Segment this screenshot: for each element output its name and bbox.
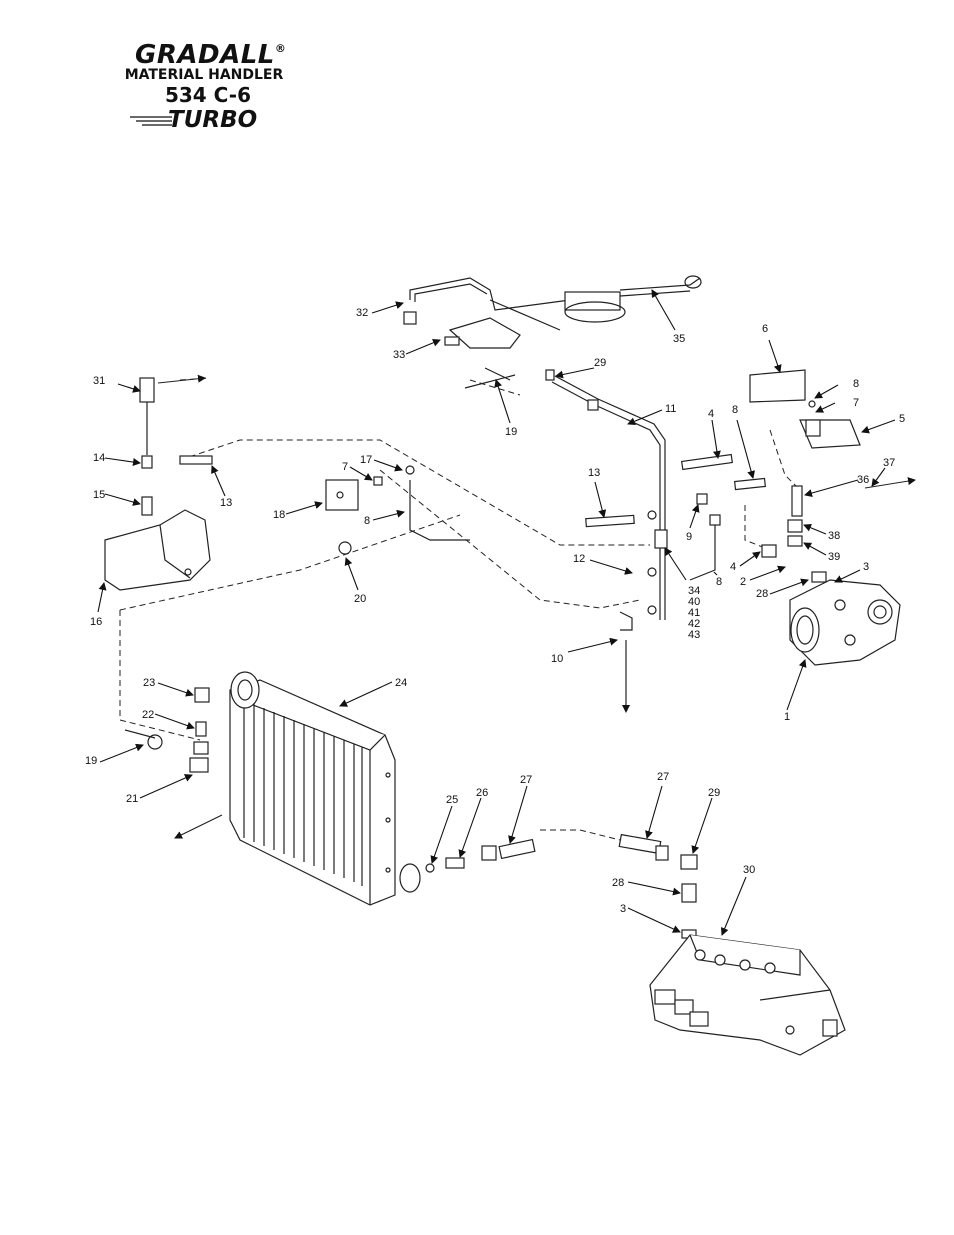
callout-8: 8: [732, 404, 738, 416]
control-valve: [649, 934, 846, 1056]
callout-5: 5: [899, 413, 905, 425]
callout-40: 40: [688, 596, 700, 608]
lower-hose-assembly: [425, 833, 698, 939]
callout-4: 4: [730, 561, 736, 573]
callout-37: 37: [883, 457, 895, 469]
callout-8: 8: [716, 576, 722, 588]
callout-21: 21: [126, 793, 138, 805]
callout-7: 7: [342, 461, 348, 473]
callout-9: 9: [686, 531, 692, 543]
callout-39: 39: [828, 551, 840, 563]
callout-10: 10: [551, 653, 563, 665]
callout-35: 35: [673, 333, 685, 345]
cooler-fittings: [124, 687, 223, 839]
callout-2: 2: [740, 576, 746, 588]
callout-15: 15: [93, 489, 105, 501]
callout-26: 26: [476, 787, 488, 799]
callout-43: 43: [688, 629, 700, 641]
callout-27: 27: [657, 771, 669, 783]
callout-27: 27: [520, 774, 532, 786]
callout-29: 29: [708, 787, 720, 799]
callout-42: 42: [688, 618, 700, 630]
callout-6: 6: [762, 323, 768, 335]
callout-14: 14: [93, 452, 105, 464]
callout-36: 36: [857, 474, 869, 486]
callout-1: 1: [784, 711, 790, 723]
callout-3: 3: [863, 561, 869, 573]
callout-4: 4: [708, 408, 714, 420]
callout-41: 41: [688, 607, 700, 619]
callout-31: 31: [93, 375, 105, 387]
callout-25: 25: [446, 794, 458, 806]
callout-29: 29: [594, 357, 606, 369]
speed-lines-icon: [130, 116, 172, 126]
callout-32: 32: [356, 307, 368, 319]
turbo-label: TURBO: [168, 107, 258, 133]
brand-name: GRADALL®: [135, 40, 287, 70]
callout-13: 13: [220, 497, 232, 509]
callout-34: 34: [688, 585, 700, 597]
callout-19: 19: [505, 426, 517, 438]
mounting-brackets: [325, 369, 861, 558]
hydraulic-pump: [789, 571, 901, 666]
callout-33: 33: [393, 349, 405, 361]
callout-3: 3: [620, 903, 626, 915]
gradall-logo: GRADALL® MATERIAL HANDLER 534 C-6 TURBO: [108, 40, 308, 135]
callout-20: 20: [354, 593, 366, 605]
callout-13: 13: [588, 467, 600, 479]
hose-segments: [179, 453, 766, 581]
callout-38: 38: [828, 530, 840, 542]
model-number: 534 C-6: [164, 83, 252, 107]
callout-24: 24: [395, 677, 407, 689]
callout-8: 8: [364, 515, 370, 527]
upper-tube-assembly: [403, 275, 702, 389]
callout-30: 30: [743, 864, 755, 876]
oil-cooler: [229, 671, 421, 906]
callout-leaders: [97, 289, 896, 936]
callout-11: 11: [665, 403, 676, 415]
callout-7: 7: [853, 397, 859, 409]
callout-8: 8: [853, 378, 859, 390]
callout-16: 16: [90, 616, 102, 628]
callout-17: 17: [360, 454, 372, 466]
callout-18: 18: [273, 509, 285, 521]
product-type: MATERIAL HANDLER: [124, 67, 284, 83]
vertical-tube-11: [545, 369, 668, 705]
callout-labels: 1 2 2 3 3 4 4 5 6 7 7 8 8 8 8 9 10 11 12…: [85, 307, 905, 915]
left-tank-assembly: [104, 377, 352, 591]
callout-28: 28: [756, 588, 768, 600]
callout-19: 19: [85, 755, 97, 767]
callout-23: 23: [143, 677, 155, 689]
callout-12: 12: [573, 553, 585, 565]
callout-28: 28: [612, 877, 624, 889]
callout-22: 22: [142, 709, 154, 721]
